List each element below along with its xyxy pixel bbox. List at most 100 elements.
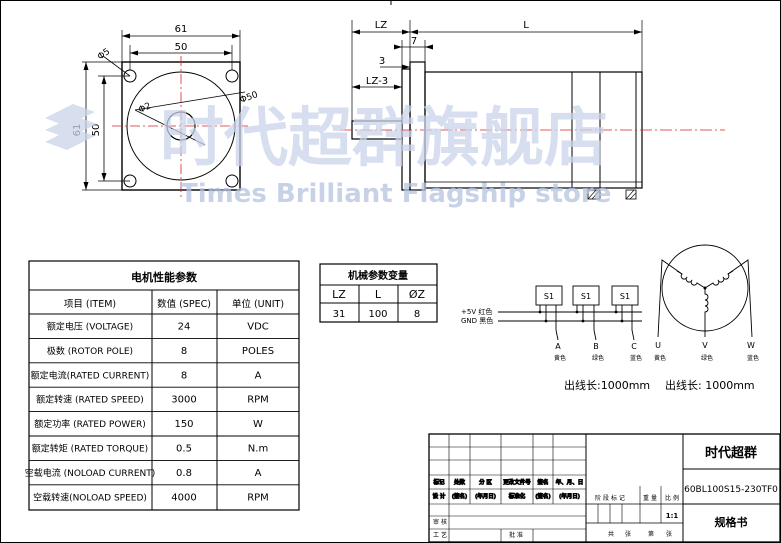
hall-output-c-color: 蓝色 <box>630 354 642 362</box>
title-design-label: (签名) <box>535 492 550 500</box>
specs-cell-unit: VDC <box>247 322 269 333</box>
specs-cell-value: 8 <box>181 370 187 381</box>
motor-lead-length: 出线长: 1000mm <box>665 378 755 392</box>
sheet-unit-label-1: 张 <box>625 530 631 538</box>
store-watermark: 时代超群旗舰店 Times Brilliant Flagship store <box>45 102 611 209</box>
specs-cell-unit: A <box>255 468 262 479</box>
specs-cell-value: 8 <box>181 346 187 357</box>
phase-w-label: W <box>747 341 755 350</box>
hall-vcc-label: +5V 红色 <box>461 307 492 316</box>
title-revision-label: 处数 <box>454 478 466 486</box>
dim-l-label: L <box>523 20 529 31</box>
mech-value-l: 100 <box>368 309 387 320</box>
specs-cell-unit: POLES <box>242 346 274 357</box>
dim-width-outer-label: 61 <box>175 24 188 35</box>
winding-u-coil <box>676 270 706 289</box>
title-process-label: 工 艺 <box>433 531 447 539</box>
specs-table: 电机性能参数 项目 (ITEM) 数值 (SPEC) 单位 (UNIT) 额定电… <box>25 260 300 511</box>
hall-output-c: C <box>631 342 637 351</box>
specs-header-item: 项目 (ITEM) <box>64 299 116 310</box>
title-revision-label: 标记 <box>433 478 445 486</box>
hall-sensor-3 <box>611 285 639 306</box>
specs-header-spec: 数值 (SPEC) <box>157 298 211 310</box>
mount-hole-tr <box>225 69 239 83</box>
side-view-arrows <box>352 29 642 90</box>
winding-v-coil <box>704 288 709 318</box>
watermark-en-text: Times Brilliant Flagship store <box>180 179 611 209</box>
dim-hole-label: Φ5 <box>96 47 112 63</box>
hall-lead-length: 出线长:1000mm <box>564 378 650 392</box>
specs-cell-item: 额定电流(RATED CURRENT) <box>31 369 150 381</box>
mech-header-l: L <box>375 288 382 301</box>
title-revision-label: 年、月、日 <box>556 478 584 486</box>
phase-u-color: 黄色 <box>654 354 666 362</box>
title-scale-value: 1:1 <box>666 512 679 520</box>
mech-value-lz: 31 <box>333 309 346 320</box>
specs-cell-unit: A <box>255 370 262 381</box>
title-design-label: (年月日) <box>559 492 580 500</box>
phase-u-label: U <box>655 341 661 350</box>
title-scale-label: 比 例 <box>665 494 679 502</box>
title-stage-label: 阶 段 标 记 <box>595 494 625 502</box>
title-design-label: 设 计 <box>433 492 446 500</box>
watermark-logo-icon <box>45 104 97 150</box>
specs-cell-value: 0.5 <box>176 444 192 455</box>
mount-hole-br <box>225 174 239 188</box>
hall-gnd-label: GND 黑色 <box>461 316 493 325</box>
title-review-label: 审 核 <box>433 518 447 526</box>
hall-sensor-1-label: S1 <box>544 292 554 301</box>
specs-cell-unit: W <box>253 419 263 430</box>
specs-cell-item: 额定转速 (RATED SPEED) <box>36 394 144 406</box>
specs-cell-value: 3000 <box>171 395 196 406</box>
side-view <box>340 20 725 191</box>
specs-cell-unit: N.m <box>248 444 268 455</box>
mech-table-title: 机械参数变量 <box>348 269 408 282</box>
hall-output-a: A <box>555 342 561 351</box>
dim-height-inner-label: 50 <box>91 124 102 137</box>
mech-header-lz: LZ <box>332 288 346 301</box>
specs-cell-item: 空载转速(NOLOAD SPEED) <box>33 491 147 503</box>
specs-table-title: 电机性能参数 <box>131 270 198 284</box>
title-revision-label: 分 区 <box>479 478 492 486</box>
specs-cell-item: 极数 (ROTOR POLE) <box>47 345 133 357</box>
side-view-hatch <box>587 189 637 200</box>
title-block: 标记处数分 区更改文件号签名年、月、日设 计(签名)(年月日)标准化(签名)(年… <box>428 433 781 543</box>
dim-shaft-label: Φ2 <box>137 101 153 115</box>
watermark-cn-text: 时代超群旗舰店 <box>160 102 608 176</box>
title-model: 60BL100S15-230TF0 <box>684 485 778 495</box>
motor-winding-diagram <box>657 244 753 338</box>
sheet-total-label: 共 <box>608 530 614 538</box>
phi2-leader <box>134 109 206 146</box>
phase-v-label: V <box>702 341 708 350</box>
specs-cell-unit: RPM <box>247 492 269 503</box>
title-approve-label: 批 准 <box>509 531 523 539</box>
title-design-label: (年月日) <box>475 492 496 500</box>
hall-sensor-1 <box>535 285 563 306</box>
specs-header-unit: 单位 (UNIT) <box>232 298 284 310</box>
specs-cell-item: 额定功率 (RATED POWER) <box>34 418 146 430</box>
specs-cell-value: 4000 <box>171 492 196 503</box>
hall-output-b-color: 绿色 <box>592 354 604 362</box>
title-weight-label: 重 量 <box>643 494 657 502</box>
mech-header-oz: ØZ <box>409 288 426 301</box>
specs-cell-value: 150 <box>174 419 193 430</box>
dim-7-label: 7 <box>411 36 417 47</box>
winding-star-point <box>703 286 707 290</box>
hall-sensor-2-label: S1 <box>581 292 591 301</box>
winding-w-coil <box>704 270 734 289</box>
specs-cell-item: 额定电压 (VOLTAGE) <box>47 321 133 333</box>
title-company: 时代超群 <box>705 445 757 461</box>
mech-value-oz: 8 <box>414 309 420 320</box>
title-revision-label: 签名 <box>537 478 548 486</box>
hall-wiring-diagram <box>498 285 642 341</box>
specs-cell-item: 额定转矩 (RATED TORQUE) <box>32 443 148 455</box>
hall-sensor-3-label: S1 <box>620 292 630 301</box>
dim-width-inner-label: 50 <box>175 42 188 53</box>
hall-sensor-2 <box>572 285 600 306</box>
phase-w-color: 蓝色 <box>747 354 759 362</box>
hall-wiring-dots <box>538 310 624 323</box>
dim-3-label: 3 <box>379 56 385 67</box>
specs-cell-value: 24 <box>178 322 191 333</box>
front-view-arrows <box>83 33 240 190</box>
title-revision-label: 更改文件号 <box>503 478 531 486</box>
